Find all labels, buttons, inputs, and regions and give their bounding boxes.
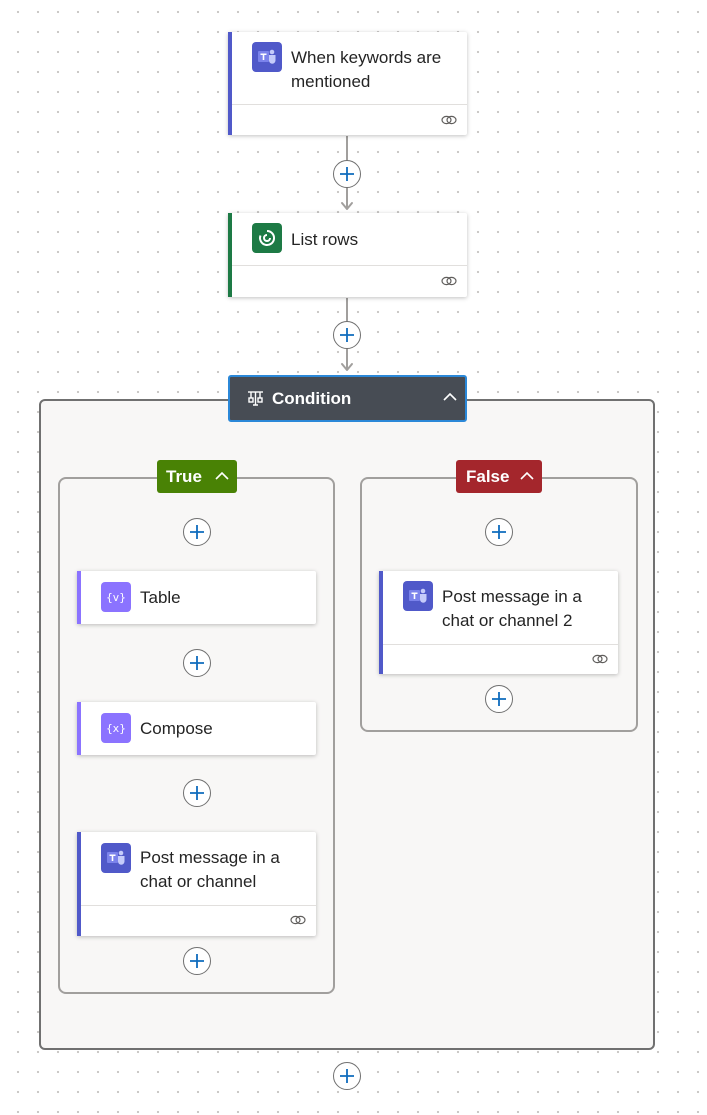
- card-accent-bar: [379, 571, 383, 674]
- add-action-button[interactable]: [333, 1062, 361, 1090]
- condition-title: Condition: [272, 389, 352, 408]
- plus-icon: [340, 1069, 354, 1083]
- plus-icon: [190, 786, 204, 800]
- compose-action-title: Compose: [140, 719, 213, 738]
- post-message-2-card[interactable]: Post message in a chat or channel 2: [379, 571, 618, 674]
- add-action-button[interactable]: [183, 518, 211, 546]
- card-divider: [383, 644, 618, 645]
- post-message-card[interactable]: Post message in a chat or channel: [77, 832, 316, 936]
- card-divider: [81, 905, 316, 906]
- plus-icon: [492, 525, 506, 539]
- add-action-button[interactable]: [183, 779, 211, 807]
- true-branch-label: True: [166, 467, 202, 486]
- chevron-up-icon: [520, 471, 534, 480]
- add-action-button[interactable]: [333, 321, 361, 349]
- card-accent-bar: [77, 832, 81, 936]
- plus-icon: [340, 328, 354, 342]
- card-divider: [232, 265, 467, 266]
- chevron-up-icon: [215, 471, 229, 480]
- plus-icon: [492, 692, 506, 706]
- add-action-button[interactable]: [485, 685, 513, 713]
- compose-action-card[interactable]: {x} Compose: [77, 702, 316, 755]
- add-action-button[interactable]: [183, 947, 211, 975]
- link-icon: [441, 276, 457, 286]
- trigger-card[interactable]: When keywords are mentioned: [228, 32, 467, 135]
- card-accent-bar: [228, 213, 232, 297]
- teams-icon: [403, 581, 433, 611]
- list-rows-card[interactable]: List rows: [228, 213, 467, 297]
- teams-icon: [101, 843, 131, 873]
- true-branch-toggle[interactable]: True: [157, 460, 237, 493]
- list-rows-title: List rows: [291, 230, 359, 249]
- dataverse-icon: [252, 223, 282, 253]
- add-action-button[interactable]: [183, 649, 211, 677]
- link-icon: [441, 115, 457, 125]
- plus-icon: [190, 525, 204, 539]
- card-accent-bar: [77, 571, 81, 624]
- false-branch-toggle[interactable]: False: [456, 460, 542, 493]
- card-divider: [232, 104, 467, 105]
- plus-icon: [190, 656, 204, 670]
- plus-icon: [190, 954, 204, 968]
- data-operation-icon: {x}: [101, 713, 131, 743]
- add-action-button[interactable]: [485, 518, 513, 546]
- condition-icon: [248, 391, 263, 406]
- link-icon: [592, 654, 608, 664]
- collapse-chevron-up-icon[interactable]: [441, 388, 459, 406]
- teams-icon: [252, 42, 282, 72]
- post-message-title: Post message in a chat or channel: [140, 848, 280, 891]
- data-operation-icon: {v}: [101, 582, 131, 612]
- card-accent-bar: [228, 32, 232, 135]
- link-icon: [290, 915, 306, 925]
- card-accent-bar: [77, 702, 81, 755]
- condition-header[interactable]: Condition: [228, 375, 467, 422]
- plus-icon: [340, 167, 354, 181]
- post-message-2-title: Post message in a chat or channel 2: [442, 587, 582, 630]
- trigger-title: When keywords are mentioned: [291, 48, 442, 91]
- table-action-card[interactable]: {v} Table: [77, 571, 316, 624]
- table-action-title: Table: [140, 588, 181, 607]
- false-branch-label: False: [466, 467, 510, 486]
- add-action-button[interactable]: [333, 160, 361, 188]
